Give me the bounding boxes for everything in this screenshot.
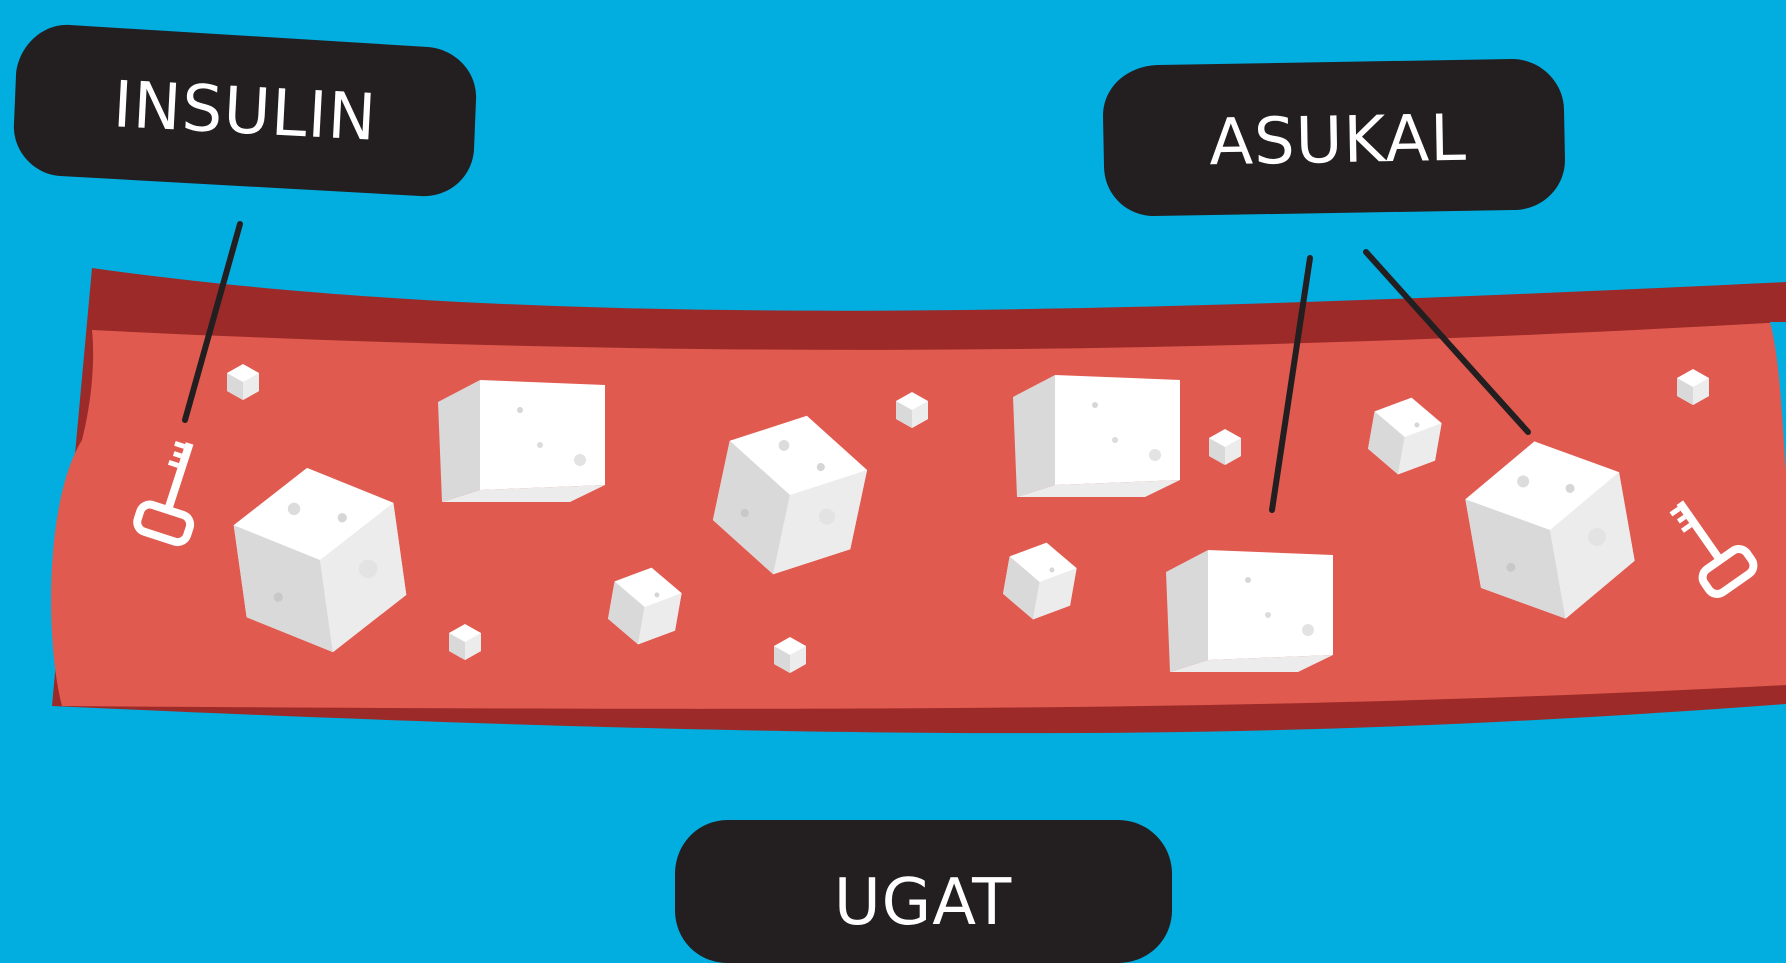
insulin-label: INSULIN <box>13 24 477 197</box>
vein-label-text: UGAT <box>834 866 1012 940</box>
sugar-label: ASUKAL <box>1103 59 1565 216</box>
sugar-pointer-line-2 <box>1363 249 1531 435</box>
vein-label: UGAT <box>675 820 1172 963</box>
insulin-pointer-line <box>182 221 243 423</box>
sugar-pointer-line-1 <box>1269 255 1313 513</box>
sugar-label-text: ASUKAL <box>1209 102 1468 180</box>
sugar-cube-icon <box>438 380 605 502</box>
insulin-label-text: INSULIN <box>111 68 378 156</box>
sugar-cube-icon <box>1013 375 1180 497</box>
pointer-lines <box>182 221 1531 513</box>
sugar-cube-icon <box>1166 550 1333 672</box>
